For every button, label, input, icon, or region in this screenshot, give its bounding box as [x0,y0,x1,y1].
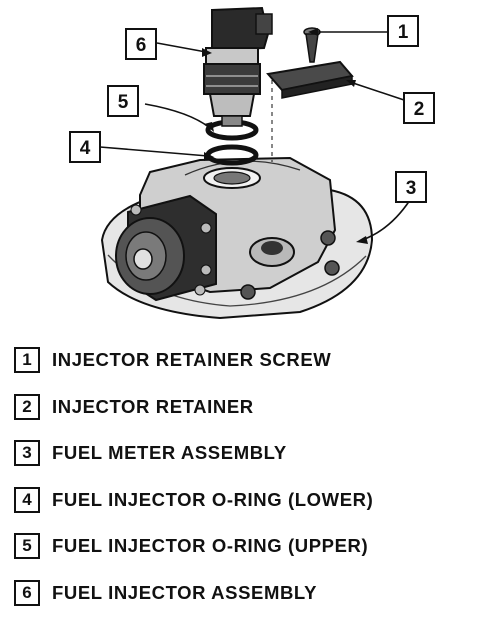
legend-label-4: FUEL INJECTOR O-RING (LOWER) [52,488,374,510]
legend-item-5: 5 FUEL INJECTOR O-RING (UPPER) [14,530,494,562]
arrow-head-1 [308,28,318,36]
callout-1: 1 [387,15,419,47]
parts-legend: 1 INJECTOR RETAINER SCREW 2 INJECTOR RET… [14,344,494,623]
legend-label-3: FUEL METER ASSEMBLY [52,442,287,463]
exploded-view-diagram: 1 2 3 4 5 6 [69,6,435,320]
legend-item-1: 1 INJECTOR RETAINER SCREW [14,344,494,376]
leader-2 [349,81,405,101]
arrow-head-4 [204,152,214,161]
fuel-meter-assembly [100,156,374,320]
fuel-injector [203,6,273,127]
callout-6-number: 6 [136,35,147,56]
arrow-head-6 [202,48,212,57]
callout-1-number: 1 [398,22,409,43]
arrow-head-5 [204,122,214,132]
legend-item-4: 4 FUEL INJECTOR O-RING (LOWER) [14,484,494,516]
legend-item-3: 3 FUEL METER ASSEMBLY [14,437,494,469]
legend-item-6: 6 FUEL INJECTOR ASSEMBLY [14,577,494,609]
legend-item-2: 2 INJECTOR RETAINER [14,391,494,423]
callout-2: 2 [403,92,435,124]
callout-4: 4 [69,131,101,163]
legend-number-1: 1 [14,347,40,373]
callout-3: 3 [395,171,427,203]
callout-3-number: 3 [406,178,417,199]
legend-label-1: INJECTOR RETAINER SCREW [52,349,332,370]
legend-number-2: 2 [14,393,40,420]
leader-6 [156,42,207,53]
legend-label-6: FUEL INJECTOR ASSEMBLY [52,581,318,603]
callout-4-number: 4 [80,138,91,159]
leader-3 [361,199,411,241]
legend-label-5: FUEL INJECTOR O-RING (UPPER) [52,535,369,556]
arrow-head-2 [346,80,356,87]
callout-2-number: 2 [414,99,425,120]
injector-retainer [266,60,354,99]
callout-5: 5 [107,85,139,117]
legend-label-2: INJECTOR RETAINER [52,395,254,417]
arrow-head-3 [356,236,368,244]
legend-number-4: 4 [14,486,40,513]
callout-5-number: 5 [118,92,129,113]
lower-o-ring [205,144,259,166]
legend-number-5: 5 [14,533,40,559]
leader-5 [144,103,211,129]
legend-number-6: 6 [14,579,40,606]
leader-4 [99,146,209,157]
legend-number-3: 3 [14,440,40,466]
callout-6: 6 [125,28,157,60]
